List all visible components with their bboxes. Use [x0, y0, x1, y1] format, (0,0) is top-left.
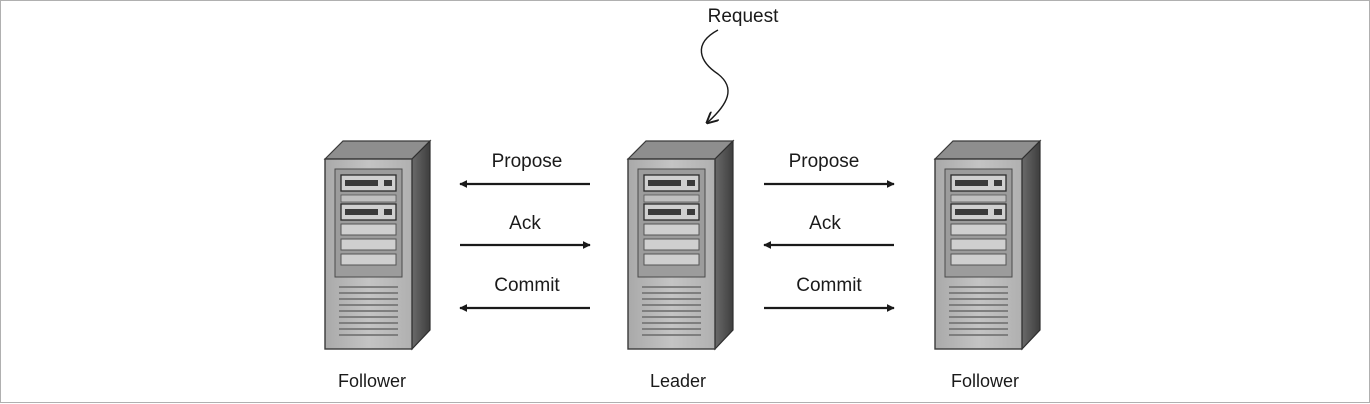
server-follower-left: [324, 140, 431, 350]
right-propose-label: Propose: [789, 151, 860, 172]
server-label-follower-right: Follower: [951, 371, 1019, 391]
server-label-leader: Leader: [650, 371, 706, 391]
server-leader: [627, 140, 734, 350]
left-commit-label: Commit: [494, 275, 560, 296]
server-label-follower-left: Follower: [338, 371, 406, 391]
right-links: Propose Ack Commit: [763, 151, 895, 312]
left-links: Propose Ack Commit: [459, 151, 591, 312]
request-arrow: [700, 29, 729, 122]
request-label: Request: [708, 6, 779, 27]
right-commit-label: Commit: [796, 275, 862, 296]
server-follower-right: [934, 140, 1041, 350]
left-propose-label: Propose: [492, 151, 563, 172]
right-ack-label: Ack: [809, 213, 841, 234]
left-ack-label: Ack: [509, 213, 541, 234]
